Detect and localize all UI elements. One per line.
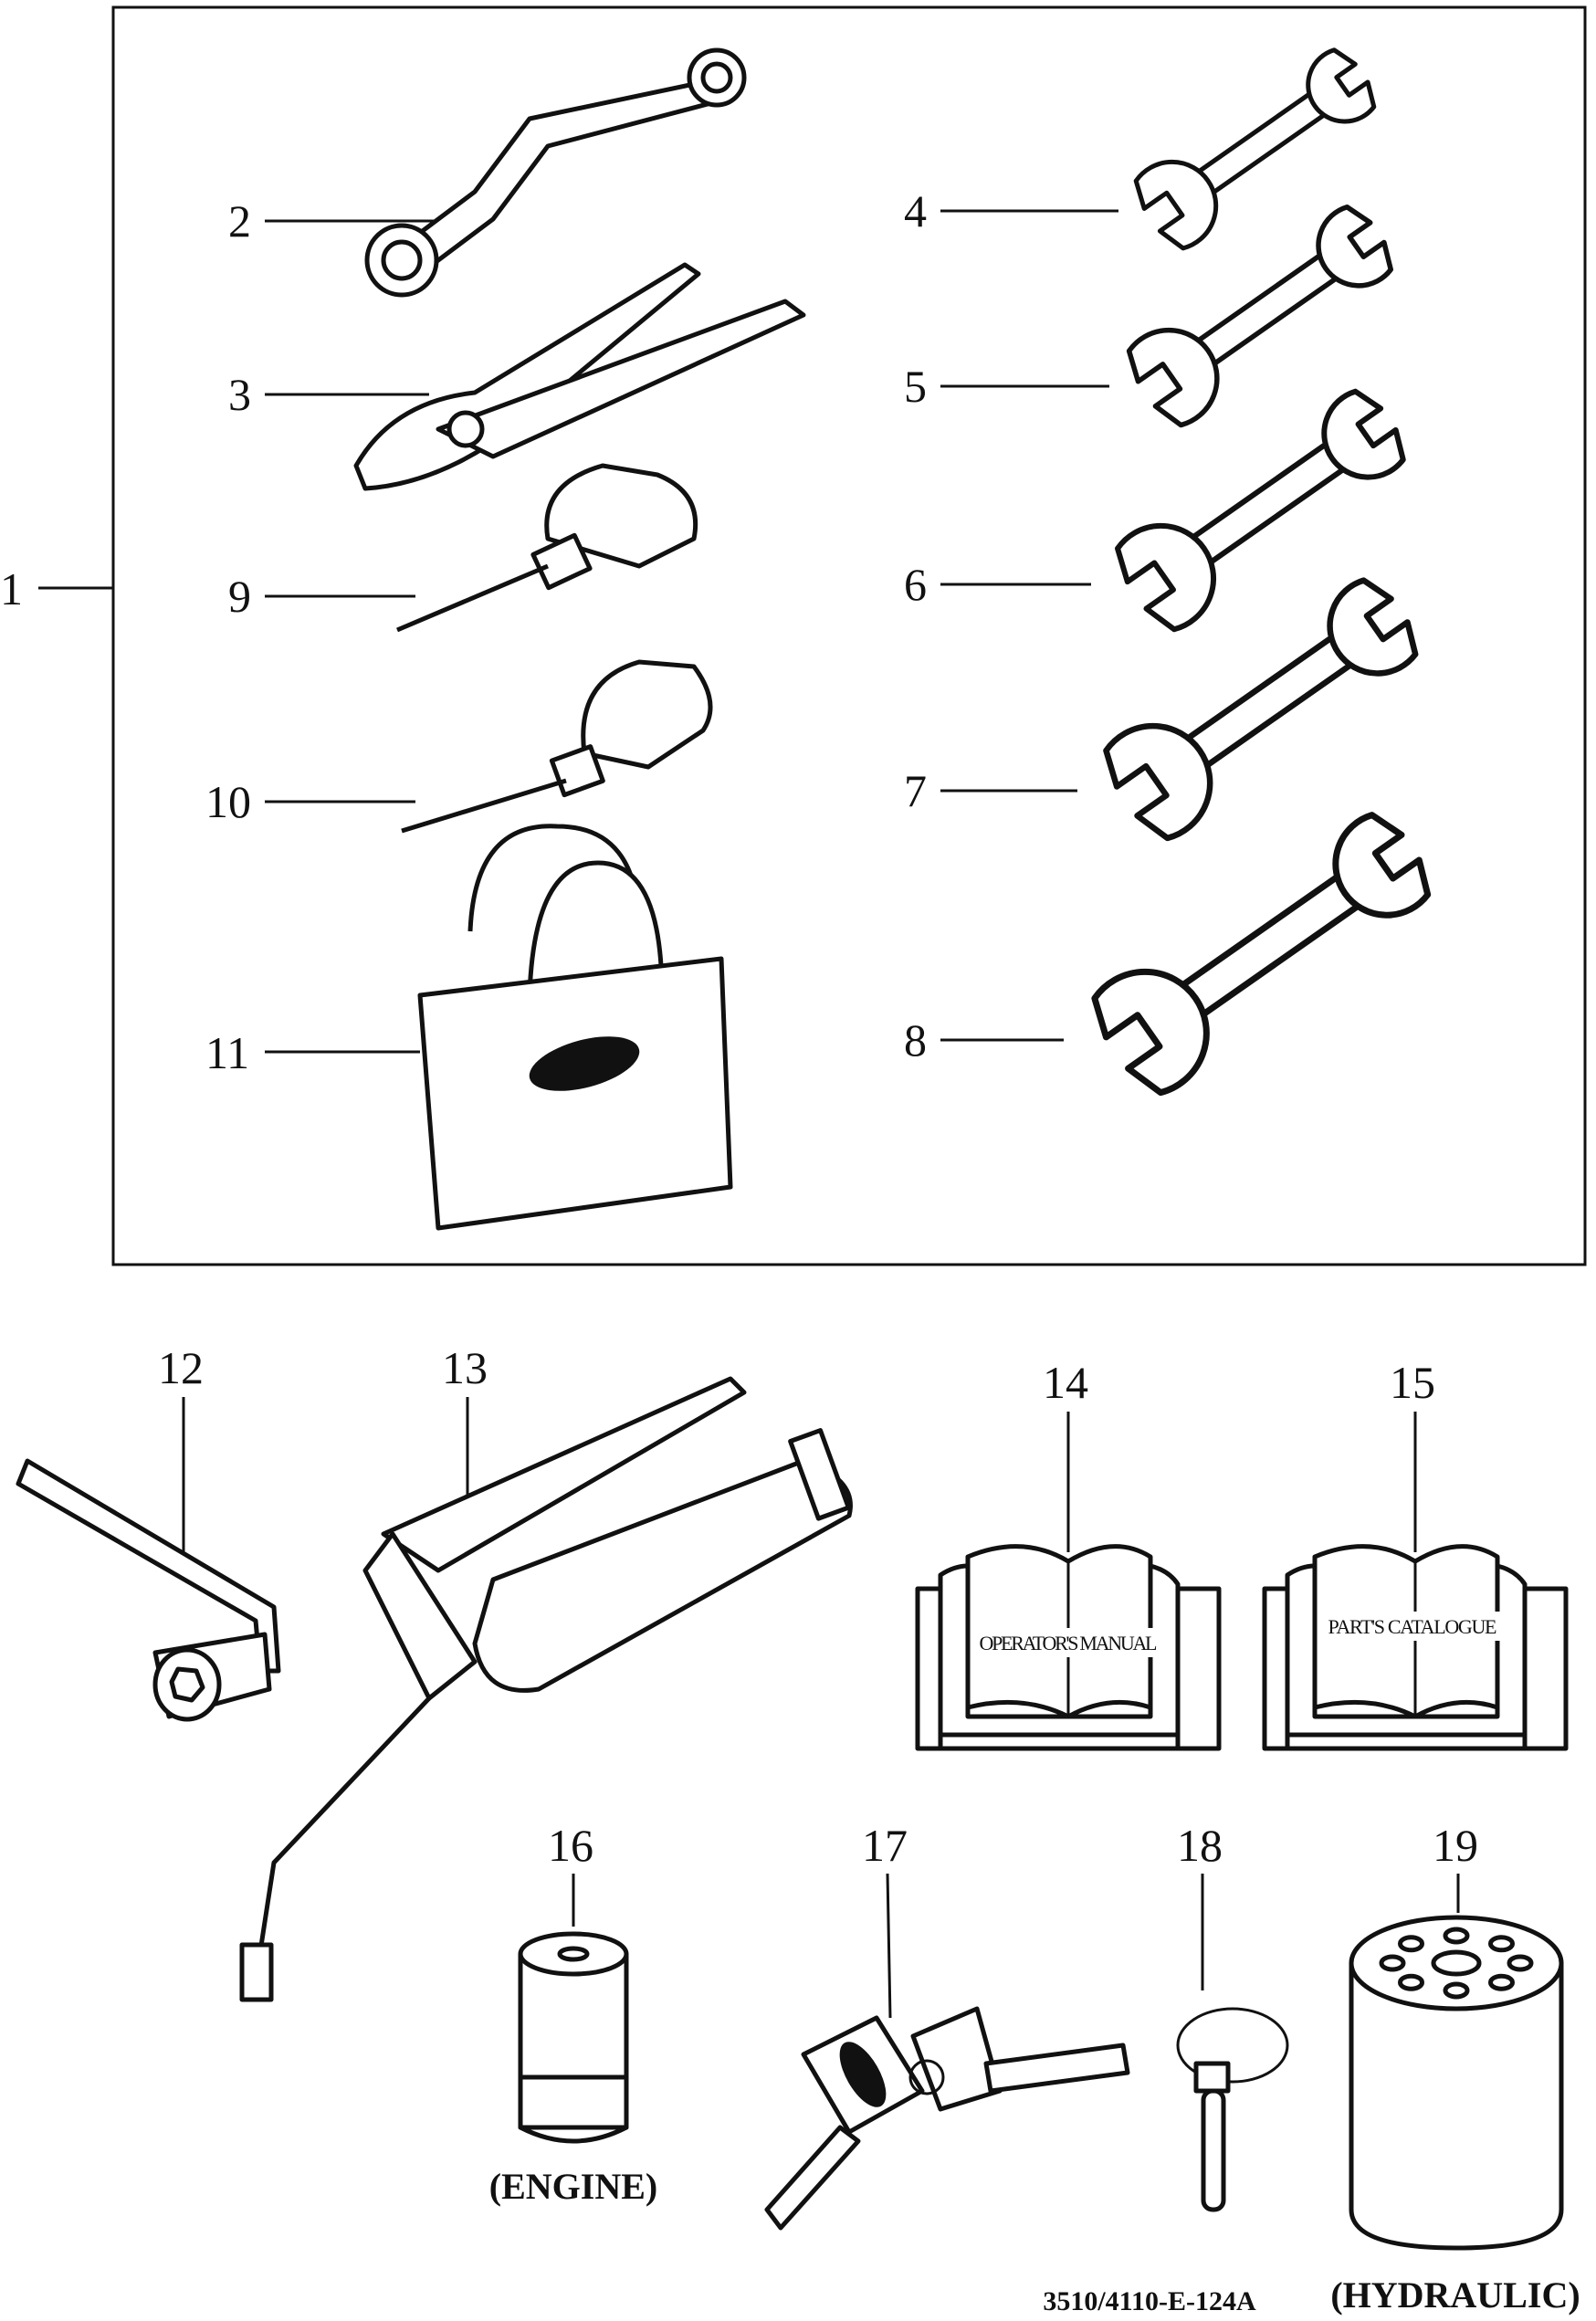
svg-text:2: 2 <box>228 195 251 247</box>
hydraulic-caption: (HYDRAULIC) <box>1330 2274 1580 2316</box>
svg-text:OPERATOR'S MANUAL: OPERATOR'S MANUAL <box>980 1632 1158 1654</box>
filter-hole <box>1443 1927 1470 1945</box>
drawing-code: 3510/4110-E-124A <box>1043 2286 1256 2316</box>
callout-1: 1 <box>0 563 113 614</box>
callout-7: 7 <box>904 765 1077 816</box>
engine-oil-filter <box>518 1931 629 2144</box>
filter-hole <box>1398 1935 1425 1953</box>
svg-text:6: 6 <box>904 559 927 610</box>
svg-text:12: 12 <box>158 1342 204 1393</box>
svg-text:14: 14 <box>1043 1357 1088 1408</box>
callout-2: 2 <box>228 195 438 247</box>
callout-9: 9 <box>228 571 415 622</box>
open-end-wrench-8 <box>1091 812 1432 1097</box>
callout-12: 12 <box>158 1342 204 1552</box>
callout-17: 17 <box>862 1820 908 2019</box>
filter-hole <box>1487 1973 1515 1991</box>
wheel-nut-l-wrench <box>16 1458 281 1722</box>
svg-text:16: 16 <box>548 1820 593 1871</box>
callout-19: 19 <box>1433 1820 1478 1913</box>
svg-text:8: 8 <box>904 1014 927 1066</box>
flat-screwdriver <box>401 659 713 834</box>
svg-text:3: 3 <box>228 369 251 420</box>
engine-caption: (ENGINE) <box>489 2166 657 2207</box>
svg-text:13: 13 <box>442 1342 488 1393</box>
open-end-wrenches <box>1091 47 1432 1097</box>
svg-text:7: 7 <box>904 765 927 816</box>
callout-5: 5 <box>904 361 1109 412</box>
grease-gun <box>239 1376 853 2002</box>
tym-logo <box>529 1036 640 1091</box>
svg-text:PART'S CATALOGUE: PART'S CATALOGUE <box>1328 1615 1497 1638</box>
open-end-wrench-7 <box>1103 577 1419 842</box>
pliers <box>353 262 806 491</box>
filter-hole <box>1507 1954 1534 1972</box>
callout-16: 16 <box>548 1820 593 1927</box>
offset-ring-wrench <box>364 47 747 298</box>
operators-manual-book: OPERATOR'S MANUAL <box>915 1544 1222 1751</box>
phillips-screwdriver <box>396 463 698 633</box>
callout-3: 3 <box>228 369 429 420</box>
svg-text:18: 18 <box>1177 1820 1223 1871</box>
tool-kit-frame <box>111 5 1587 1266</box>
parts-catalogue-book: PART'S CATALOGUE <box>1262 1544 1569 1751</box>
callout-11: 11 <box>205 1027 420 1078</box>
svg-text:9: 9 <box>228 571 251 622</box>
callout-6: 6 <box>904 559 1091 610</box>
callout-14: 14 <box>1043 1357 1088 1552</box>
hydraulic-oil-filter <box>1349 1915 1564 2251</box>
filter-hole <box>1398 1973 1425 1991</box>
open-end-wrench-6 <box>1115 388 1406 633</box>
lynch-pin <box>1176 2007 1289 2212</box>
svg-text:10: 10 <box>205 776 251 827</box>
callout-18: 18 <box>1177 1820 1223 1990</box>
tool-bag <box>417 824 733 1231</box>
callout-8: 8 <box>904 1014 1064 1066</box>
svg-text:4: 4 <box>904 185 927 236</box>
svg-text:17: 17 <box>862 1820 908 1871</box>
open-end-wrench-4 <box>1133 47 1377 251</box>
svg-text:15: 15 <box>1390 1357 1435 1408</box>
callout-10: 10 <box>205 776 415 827</box>
svg-text:11: 11 <box>205 1027 249 1078</box>
filter-hole <box>1487 1935 1515 1953</box>
ignition-keys <box>764 2006 1130 2231</box>
svg-text:1: 1 <box>0 563 23 614</box>
filter-hole <box>1443 1981 1470 2000</box>
filter-hole <box>1379 1954 1406 1972</box>
callout-4: 4 <box>904 185 1118 236</box>
callout-15: 15 <box>1390 1357 1435 1552</box>
svg-text:19: 19 <box>1433 1820 1478 1871</box>
svg-text:5: 5 <box>904 361 927 412</box>
open-end-wrench-5 <box>1126 204 1394 428</box>
